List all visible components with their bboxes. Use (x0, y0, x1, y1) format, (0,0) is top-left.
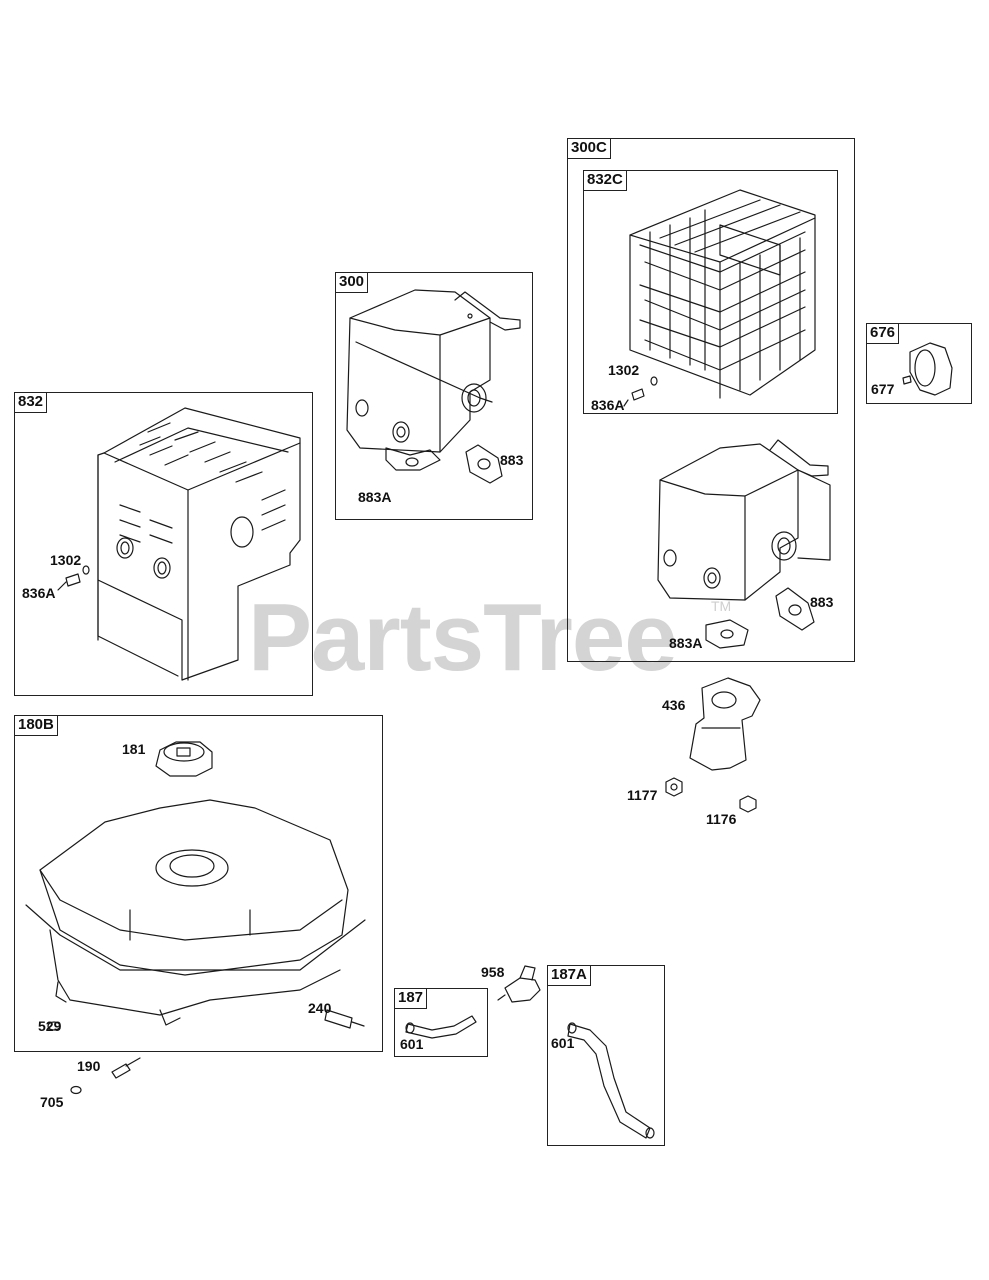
group-label-300C: 300C (567, 138, 611, 159)
part-label-883[interactable]: 883 (500, 452, 524, 468)
exhaust-port-436-drawing (665, 677, 761, 813)
heat-shield-832-drawing (57, 407, 301, 681)
part-label-529[interactable]: 529 (38, 1018, 62, 1034)
part-label-181[interactable]: 181 (122, 741, 146, 757)
group-832[interactable]: 832 (14, 392, 313, 696)
group-187A[interactable]: 187A (547, 965, 665, 1146)
muffler-300C-drawing (657, 439, 831, 649)
part-label-883A-300C[interactable]: 883A (669, 635, 703, 651)
group-label-832: 832 (14, 392, 48, 413)
part-label-677[interactable]: 677 (871, 381, 895, 397)
group-180B[interactable]: 180B (14, 715, 383, 1052)
fuel-valve-958-drawing (497, 965, 541, 1003)
group-label-300: 300 (335, 272, 369, 293)
part-label-601[interactable]: 601 (400, 1036, 424, 1052)
group-label-180B: 180B (14, 715, 58, 736)
part-label-601-187A[interactable]: 601 (551, 1035, 575, 1051)
part-label-958[interactable]: 958 (481, 964, 505, 980)
group-label-187: 187 (394, 988, 428, 1009)
part-label-1302-cage[interactable]: 1302 (608, 362, 640, 378)
guard-cage-832C-drawing (623, 189, 816, 407)
part-label-883-300C[interactable]: 883 (810, 594, 834, 610)
part-label-436[interactable]: 436 (662, 697, 686, 713)
group-676[interactable]: 676 (866, 323, 972, 404)
part-label-836A[interactable]: 836A (22, 585, 56, 601)
deflector-676-drawing (902, 342, 953, 396)
fuel-line-187A-drawing (567, 1022, 655, 1139)
watermark-brand: PartsTree (248, 584, 678, 691)
fuel-tank-180B-drawing (25, 741, 366, 1095)
part-label-1176[interactable]: 1176 (706, 811, 737, 827)
part-label-240[interactable]: 240 (308, 1000, 332, 1016)
watermark-trademark: TM (711, 598, 732, 614)
group-300[interactable]: 300 (335, 272, 533, 520)
part-label-1302[interactable]: 1302 (50, 552, 82, 568)
group-label-832C: 832C (583, 170, 627, 191)
group-label-676: 676 (866, 323, 900, 344)
part-label-883A[interactable]: 883A (358, 489, 392, 505)
group-label-187A: 187A (547, 965, 591, 986)
group-187[interactable]: 187 (394, 988, 488, 1057)
group-832C[interactable]: 832C (583, 170, 838, 414)
part-label-705[interactable]: 705 (40, 1094, 64, 1110)
fuel-line-187-drawing (405, 1015, 477, 1039)
part-label-1177[interactable]: 1177 (627, 787, 658, 803)
group-300C[interactable]: 300C (567, 138, 855, 662)
muffler-300-drawing (346, 289, 521, 484)
part-label-190[interactable]: 190 (77, 1058, 101, 1074)
part-label-836A-cage[interactable]: 836A (591, 397, 625, 413)
